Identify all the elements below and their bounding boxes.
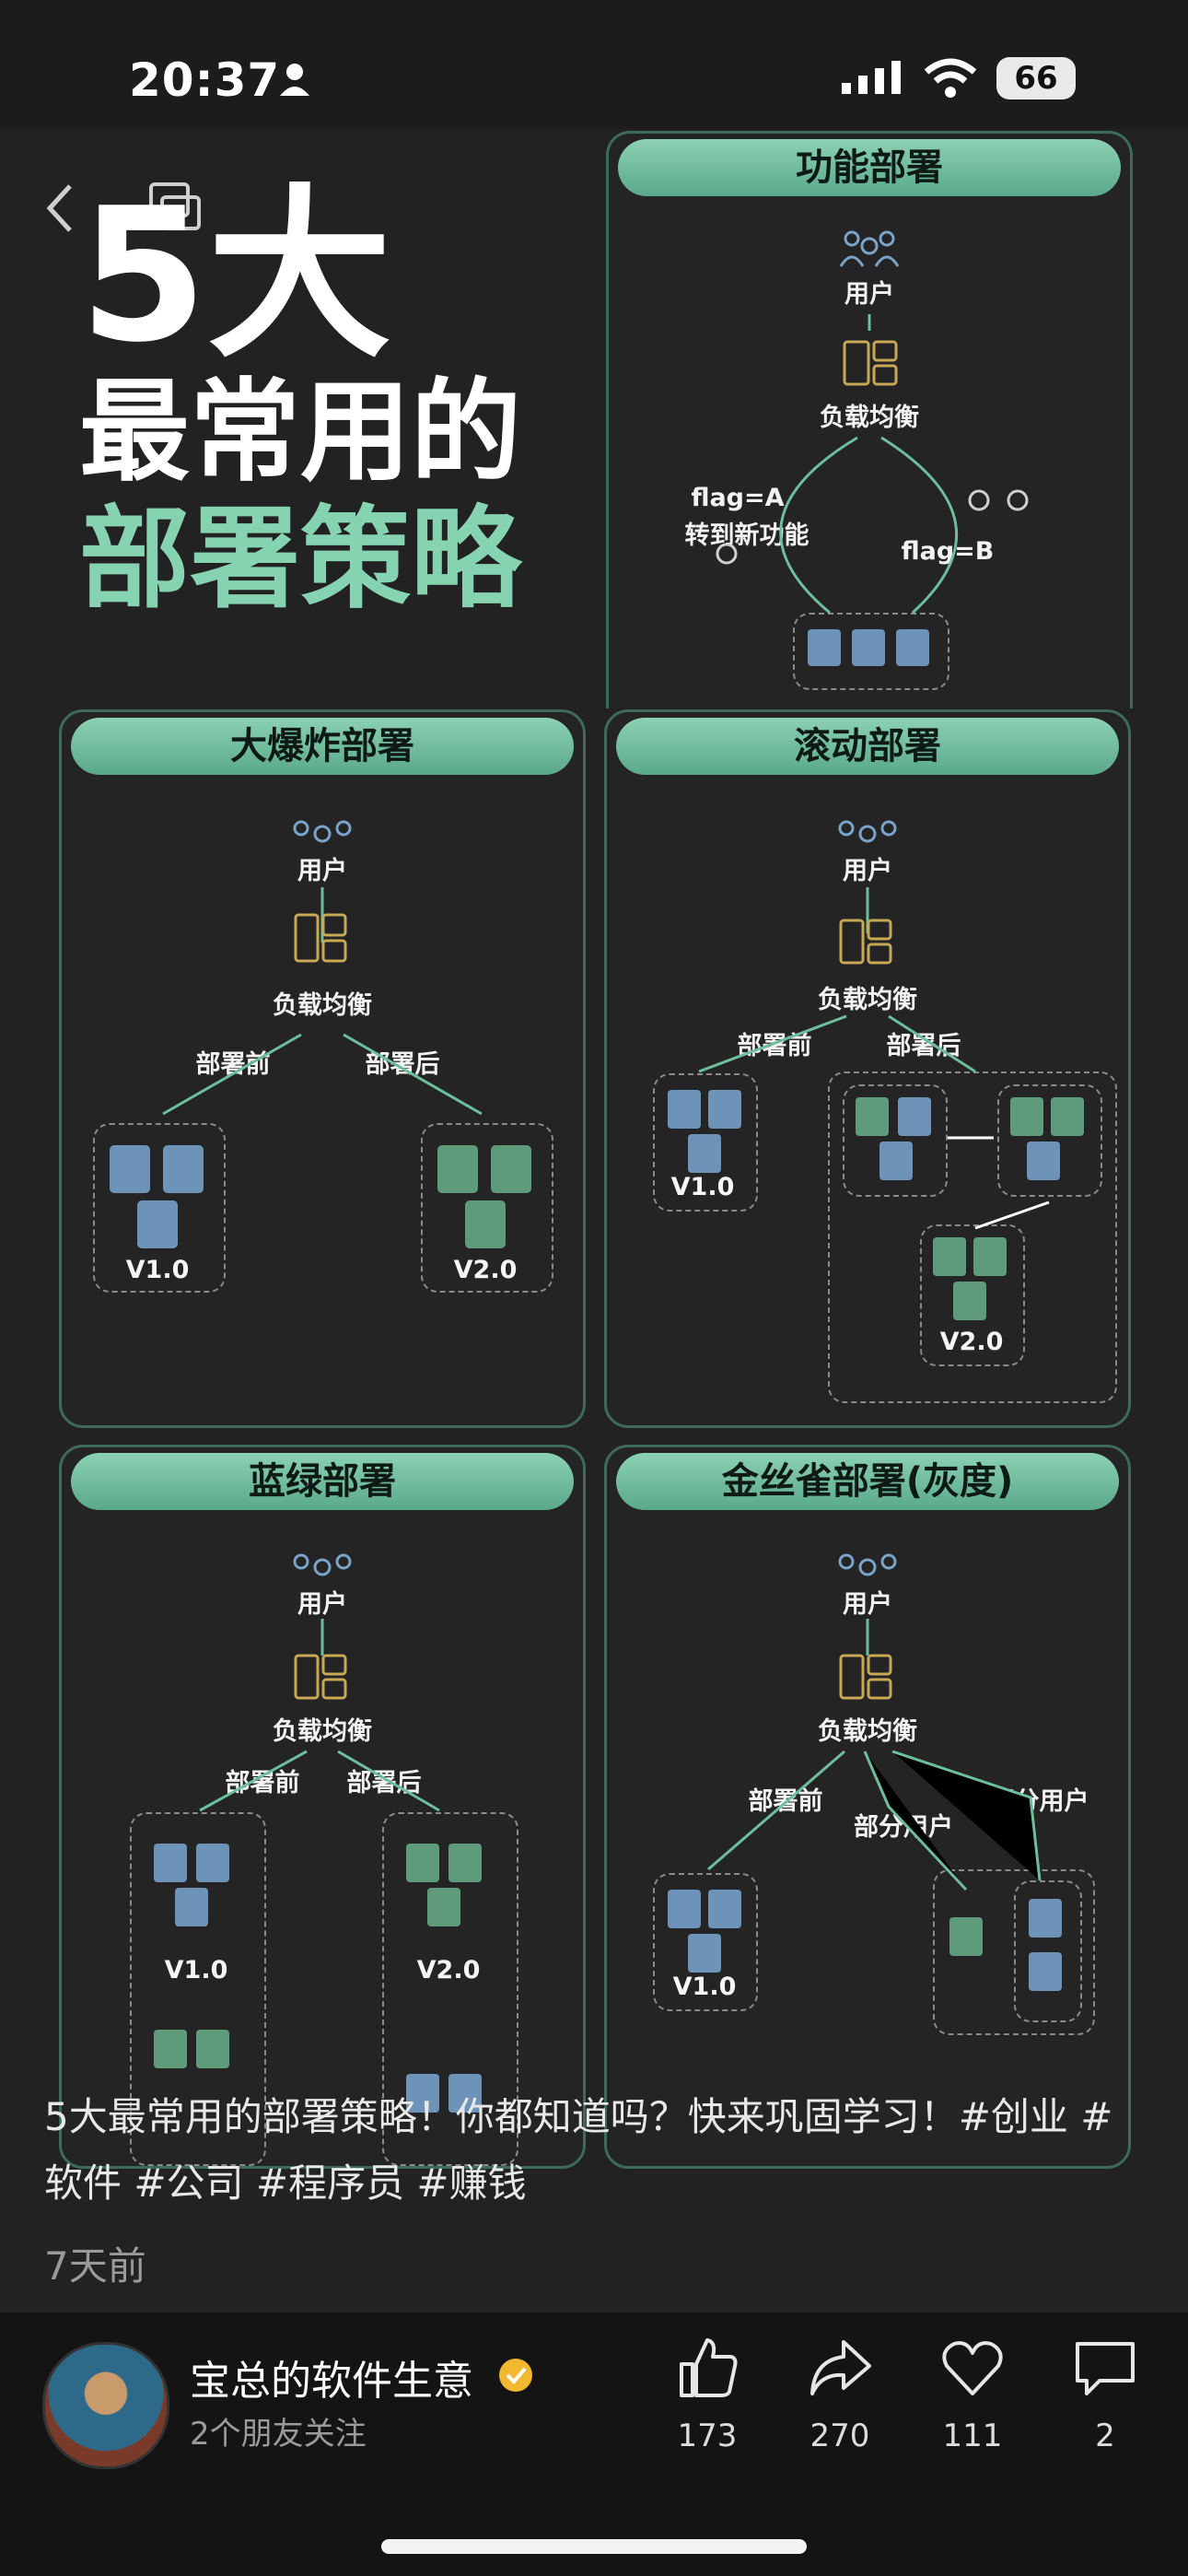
- flag-b-label: flag=B: [901, 537, 995, 566]
- bottom-action-bar: [0, 2313, 1188, 2576]
- author-avatar[interactable]: [42, 2342, 169, 2469]
- headline-number: 5大: [79, 169, 392, 383]
- panel-title: 金丝雀部署(灰度): [616, 1453, 1119, 1510]
- server-group-v2: [421, 1123, 553, 1293]
- panel-title: 蓝绿部署: [71, 1453, 574, 1510]
- panel-title: 功能部署: [618, 139, 1121, 196]
- canary-inner: [1014, 1880, 1082, 2022]
- flag-a-desc: 转到新功能: [684, 521, 809, 550]
- users-label: 用户: [297, 1590, 347, 1619]
- comment-bubble-icon: [1076, 2342, 1135, 2395]
- status-time: 20:37: [129, 53, 281, 107]
- share-count: 270: [809, 2418, 870, 2454]
- panel-title: 大爆炸部署: [71, 718, 574, 775]
- rolling-step-1: [843, 1084, 948, 1197]
- like-button[interactable]: 173: [652, 2335, 763, 2454]
- server-group-v1: [653, 1873, 758, 2011]
- version-v1: V1.0: [125, 1256, 190, 1284]
- lb-label: 负载均衡: [273, 1717, 372, 1746]
- rolling-step-2: [997, 1084, 1102, 1197]
- signal-icon: [842, 59, 903, 100]
- panel-bigbang-deploy: 大爆炸部署 用户 负载均衡 部署前 部署后 V1.0 V2.0: [59, 709, 586, 1428]
- person-icon: [276, 61, 313, 101]
- version-v2: V2.0: [939, 1328, 1004, 1356]
- users-label: 用户: [844, 280, 894, 309]
- friends-follow-text: 2个朋友关注: [190, 2416, 367, 2453]
- version-v2: V2.0: [416, 1956, 481, 1985]
- comment-count: 2: [1095, 2418, 1115, 2454]
- version-v2: V2.0: [453, 1256, 518, 1284]
- post-caption[interactable]: 5大最常用的部署策略！你都知道吗？快来巩固学习！#创业 #软件 #公司 #程序员…: [44, 2094, 1113, 2206]
- flag-a-label: flag=A: [691, 484, 785, 512]
- wifi-icon: [923, 57, 978, 101]
- panel-title: 滚动部署: [616, 718, 1119, 775]
- share-button[interactable]: 270: [785, 2335, 895, 2454]
- like-count: 173: [677, 2418, 738, 2454]
- blue-env: [130, 1812, 266, 2166]
- green-env: [382, 1812, 518, 2166]
- rolling-group: [828, 1071, 1117, 1403]
- lb-label: 负载均衡: [273, 991, 372, 1020]
- before-label: 部署前: [225, 1769, 300, 1797]
- version-v1: V1.0: [672, 1973, 737, 2001]
- load-balancer-icon: [841, 338, 900, 392]
- lb-label: 负载均衡: [818, 986, 917, 1014]
- favorite-button[interactable]: 111: [917, 2335, 1028, 2454]
- server-group-v1: [93, 1123, 226, 1293]
- headline-line2: 最常用的: [79, 369, 521, 497]
- headline-line3: 部署策略: [79, 496, 521, 624]
- heart-icon: [942, 2341, 1003, 2395]
- server-group-v1: [653, 1073, 758, 1212]
- home-indicator[interactable]: [381, 2539, 807, 2554]
- panel-rolling-deploy: 滚动部署 用户 负载均衡 部署前 部署后 V1.0 V2.0: [604, 709, 1131, 1428]
- post-time: 7天前: [44, 2243, 146, 2289]
- server-group: [793, 613, 949, 690]
- users-label: 用户: [843, 1590, 892, 1619]
- battery-indicator: 66: [996, 57, 1076, 100]
- panel-bluegreen-deploy: 蓝绿部署 用户 负载均衡 部署前 部署后 V1.0 V2.0: [59, 1445, 586, 2169]
- version-v1: V1.0: [670, 1173, 735, 1201]
- post-image[interactable]: 5大 最常用的 部署策略 功能部署 用户 负载均衡 flag=A 转到新功能 f…: [0, 129, 1188, 2313]
- canary-group: [933, 1869, 1095, 2035]
- comment-button[interactable]: 2: [1050, 2335, 1160, 2454]
- before-label: 部署前: [737, 1032, 812, 1060]
- lb-label: 负载均衡: [820, 404, 919, 432]
- lb-label: 负载均衡: [818, 1717, 917, 1746]
- gallery-toggle-icon[interactable]: [147, 181, 203, 236]
- users-icon: [835, 229, 903, 274]
- favorite-count: 111: [942, 2418, 1003, 2454]
- version-v1: V1.0: [164, 1956, 228, 1985]
- share-arrow-icon: [810, 2340, 871, 2395]
- verified-badge-icon: [497, 2357, 534, 2397]
- back-chevron-icon[interactable]: [44, 182, 76, 238]
- author-name[interactable]: 宝总的软件生意: [190, 2358, 473, 2405]
- rolling-step-3: [920, 1224, 1025, 1366]
- users-label: 用户: [297, 857, 347, 885]
- users-label: 用户: [843, 857, 892, 885]
- thumbs-up-icon: [680, 2338, 738, 2397]
- panel-canary-deploy: 金丝雀部署(灰度) 用户 负载均衡 部署前 部分用户 大部分用户 V1.0: [604, 1445, 1131, 2169]
- panel-feature-deploy: 功能部署 用户 负载均衡 flag=A 转到新功能 flag=B: [606, 131, 1133, 708]
